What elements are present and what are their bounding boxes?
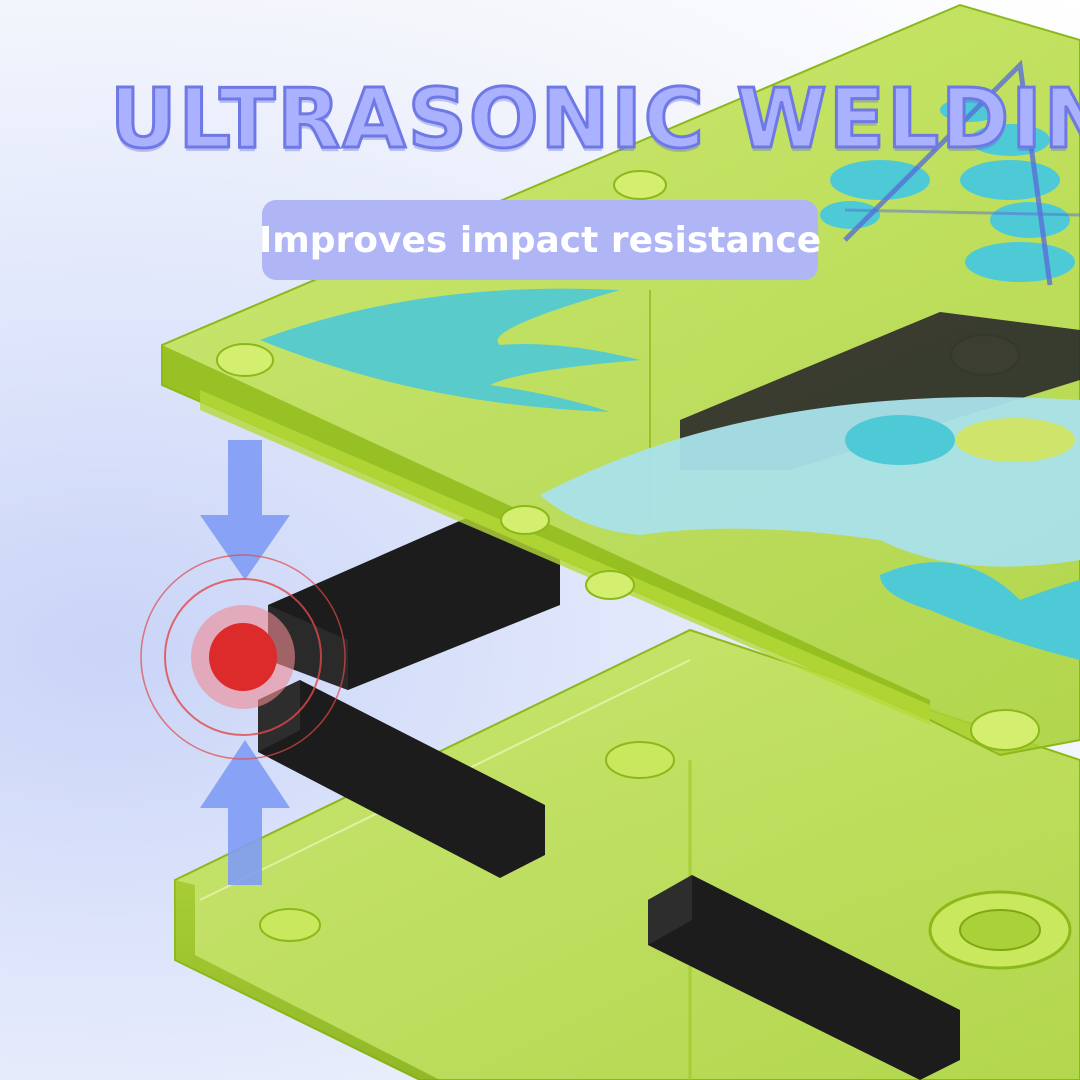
- arrow-up-icon: [200, 740, 290, 885]
- magnet-bar-front: [648, 875, 960, 1080]
- subtitle-text: Improves impact resistance: [258, 219, 822, 261]
- arrow-down-icon: [200, 440, 290, 580]
- subtitle-pill: Improves impact resistance: [258, 200, 822, 280]
- magnet-bar-upper: [268, 512, 560, 690]
- weld-point-icon: [140, 554, 346, 760]
- top-plate: [161, 3, 1080, 757]
- headline: ULTRASONIC WELDING: [109, 71, 1080, 169]
